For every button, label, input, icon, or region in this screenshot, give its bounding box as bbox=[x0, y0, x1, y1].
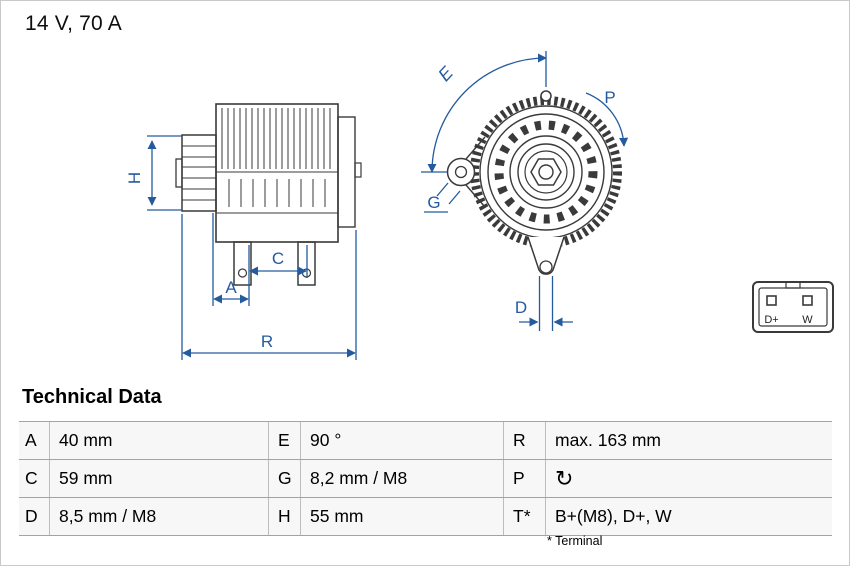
top-boss bbox=[540, 90, 552, 102]
dim-key-h: H bbox=[268, 498, 300, 535]
pulley bbox=[175, 134, 217, 212]
dim-key-d: D bbox=[25, 506, 38, 526]
dimension-r bbox=[181, 214, 357, 360]
housing bbox=[215, 103, 362, 243]
rotation-direction-p bbox=[585, 92, 629, 147]
dimension-e bbox=[421, 51, 547, 173]
connector-plug-diagram: D+ W bbox=[752, 281, 834, 333]
dimension-p-label: P bbox=[604, 88, 615, 107]
vent-slots bbox=[228, 179, 326, 207]
alternator-front-view bbox=[446, 90, 622, 275]
connector-pin-2 bbox=[802, 295, 813, 306]
dimension-g-label: G bbox=[427, 193, 440, 212]
dimension-a-label: A bbox=[225, 278, 237, 297]
dimension-h-label: H bbox=[125, 172, 144, 184]
connector-pin-1-label: D+ bbox=[764, 314, 778, 326]
dimension-r-label: R bbox=[261, 332, 273, 351]
shaft-center bbox=[538, 164, 554, 180]
terminal-footnote: * Terminal bbox=[547, 534, 603, 548]
table-row: C 59 mm G 8,2 mm / M8 P ↻ bbox=[19, 459, 832, 497]
alternator-side-view bbox=[175, 103, 362, 286]
dim-key-t: T* bbox=[503, 498, 545, 535]
dim-value-d: 8,5 mm / M8 bbox=[49, 498, 268, 535]
dim-key-r: R bbox=[503, 422, 545, 459]
table-row: D 8,5 mm / M8 H 55 mm T* B+(M8), D+, W bbox=[19, 497, 832, 536]
dimension-c-label: C bbox=[272, 249, 284, 268]
alternator-technical-drawing: H C A R bbox=[125, 51, 834, 360]
clockwise-rotation-icon: ↻ bbox=[555, 465, 574, 491]
dimension-a bbox=[212, 213, 249, 306]
connector-pin-2-label: W bbox=[802, 314, 813, 326]
dim-key-e: E bbox=[268, 422, 300, 459]
bottom-mounting-lug bbox=[527, 236, 565, 275]
dimension-c bbox=[248, 245, 308, 306]
technical-data-table: A 40 mm E 90 ° R max. 163 mm C 59 mm G 8… bbox=[19, 421, 832, 536]
dimension-e-label: E bbox=[434, 62, 457, 85]
dim-value-r: max. 163 mm bbox=[545, 422, 832, 459]
dim-value-p: ↻ bbox=[545, 460, 832, 497]
dim-key-p: P bbox=[503, 460, 545, 497]
dimension-d-label: D bbox=[515, 298, 527, 317]
dim-key-c: C bbox=[25, 468, 38, 488]
technical-data-heading: Technical Data bbox=[22, 386, 162, 408]
dim-value-h: 55 mm bbox=[300, 498, 503, 535]
dimension-g bbox=[424, 182, 461, 213]
connector-notch bbox=[785, 281, 801, 289]
cooling-fins bbox=[221, 108, 331, 169]
lug-hole-d bbox=[539, 260, 553, 274]
side-view-dimensions: H C A R bbox=[125, 135, 357, 360]
table-row: A 40 mm E 90 ° R max. 163 mm bbox=[19, 421, 832, 459]
dim-key-a: A bbox=[25, 430, 37, 450]
voltage-amperage-rating: 14 V, 70 A bbox=[25, 12, 122, 35]
dim-value-g: 8,2 mm / M8 bbox=[300, 460, 503, 497]
fan-slot-ring bbox=[494, 120, 598, 224]
dim-value-e: 90 ° bbox=[300, 422, 503, 459]
dim-value-c: 59 mm bbox=[49, 460, 268, 497]
dimension-h bbox=[147, 135, 182, 211]
dim-value-a: 40 mm bbox=[49, 422, 268, 459]
dim-value-t: B+(M8), D+, W bbox=[545, 498, 832, 535]
connector-pin-1 bbox=[766, 295, 777, 306]
dim-key-g: G bbox=[268, 460, 300, 497]
dimension-d bbox=[519, 276, 573, 331]
